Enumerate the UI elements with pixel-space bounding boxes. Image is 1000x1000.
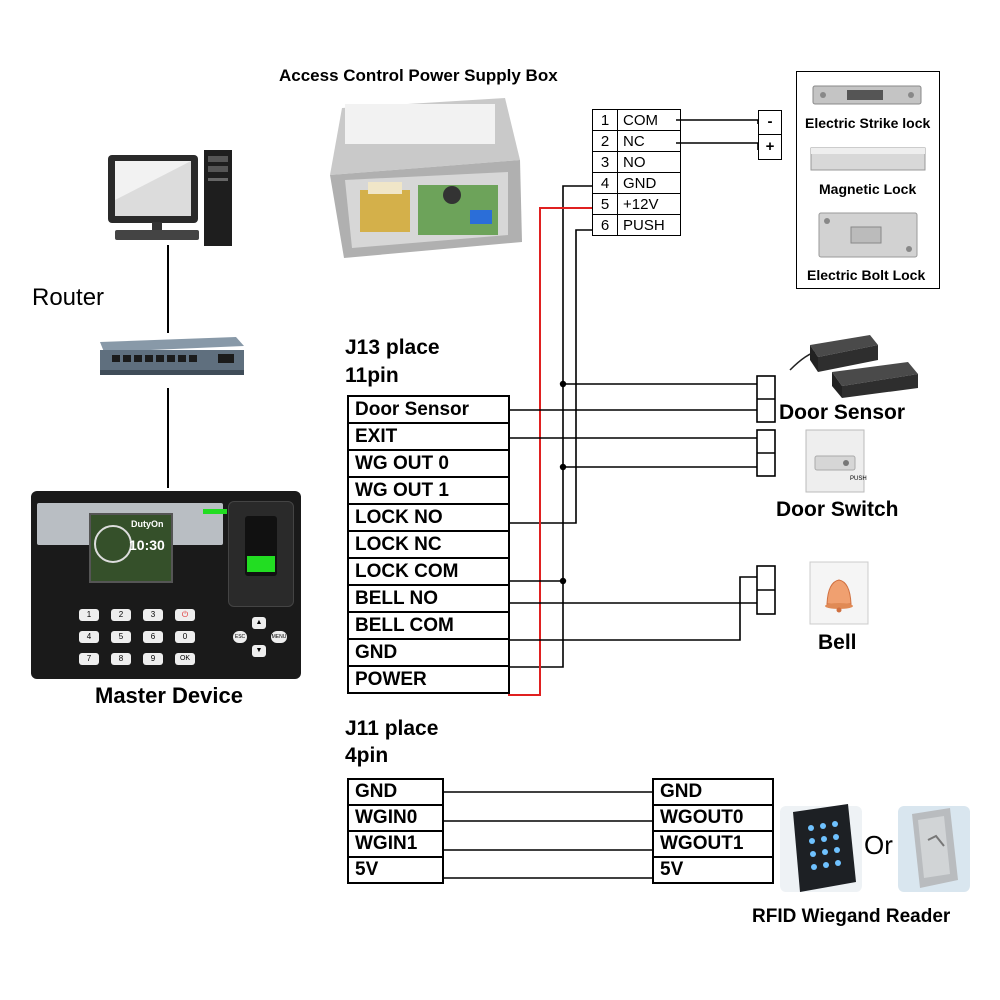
j11-pin-row: WGIN1 (347, 830, 444, 858)
nav-pad: ESC ▲ ▼ MENU (233, 615, 287, 659)
j13-pin-row: EXIT (347, 422, 510, 451)
electric-bolt-lock-icon (818, 212, 918, 258)
device-green-strip (203, 509, 227, 514)
j13-pin-row: GND (347, 638, 510, 667)
nav-up-key[interactable]: ▲ (252, 617, 266, 629)
wire-nc-to-lock-plus (676, 142, 759, 150)
keypad-key[interactable]: 8 (111, 653, 131, 665)
wire-ps-12v (508, 207, 592, 696)
door-switch-icon (805, 429, 865, 493)
magnetic-lock-icon (810, 147, 926, 171)
j11-pin-row: GND (347, 778, 444, 806)
power-box-title: Access Control Power Supply Box (279, 66, 558, 85)
j13-pin-row: WG OUT 0 (347, 449, 510, 478)
keypad-key[interactable]: 5 (111, 631, 131, 643)
j13-pin-row: BELL NO (347, 584, 510, 613)
j13-pin-row: WG OUT 1 (347, 476, 510, 505)
j13-pin-row: LOCK NO (347, 503, 510, 532)
keypad-key[interactable]: 1 (79, 609, 99, 621)
keypad-key[interactable]: 3 (143, 609, 163, 621)
screen-brand: DutyOn (131, 519, 164, 529)
keypad-key[interactable]: 0 (175, 631, 195, 643)
keypad-key[interactable]: 9 (143, 653, 163, 665)
router-label: Router (32, 284, 105, 311)
rfid-keypad-reader-icon (780, 804, 862, 892)
electric-bolt-lock-label: Electric Bolt Lock (807, 267, 926, 283)
lock-terminal-minus: - (759, 111, 781, 135)
keypad: 1 2 3 ⏻ 4 5 6 0 7 8 9 OK (79, 609, 209, 669)
menu-key[interactable]: MENU (271, 631, 287, 643)
bell-icon (809, 561, 869, 625)
j11-connector-table: GND WGIN0 WGIN1 5V (347, 778, 444, 884)
junction-dot (559, 380, 567, 388)
ok-key[interactable]: OK (175, 653, 195, 665)
keypad-key[interactable]: 4 (79, 631, 99, 643)
j11-pin-count-label: 4pin (345, 744, 389, 767)
reader-connector-table: GND WGOUT0 WGOUT1 5V (652, 778, 774, 884)
router-icon (100, 337, 244, 375)
terminal-row: 5+12V (592, 193, 681, 215)
reader-pin-row: WGOUT0 (652, 804, 774, 832)
electric-strike-lock-label: Electric Strike lock (805, 115, 931, 131)
reader-pin-row: GND (652, 778, 774, 806)
j13-pin-row: Door Sensor (347, 395, 510, 424)
switch-text: PUSH (850, 476, 867, 482)
wire-ps-push (508, 229, 592, 524)
screen-time: 10:30 (129, 537, 165, 553)
magnetic-lock-label: Magnetic Lock (819, 181, 917, 197)
door-sensor-label: Door Sensor (779, 401, 906, 424)
j13-connector-table: Door Sensor EXIT WG OUT 0 WG OUT 1 LOCK … (347, 395, 510, 694)
device-screen: DutyOn 10:30 (89, 513, 173, 583)
locks-panel: Electric Strike lock Magnetic Lock Elect… (796, 71, 940, 289)
j13-pin-row: POWER (347, 665, 510, 694)
j13-place-label: J13 place (345, 336, 440, 359)
computer-icon (108, 150, 232, 246)
fingerprint-module (228, 501, 294, 607)
clock-face (94, 525, 132, 563)
lock-terminal-block: - + (758, 110, 782, 160)
j13-pin-count-label: 11pin (345, 364, 399, 387)
or-label: Or (864, 830, 893, 860)
j11-pin-row: 5V (347, 856, 444, 884)
wire-bell-com (508, 576, 757, 641)
bell-label: Bell (818, 631, 857, 654)
keypad-key[interactable]: 2 (111, 609, 131, 621)
reader-pin-row: 5V (652, 856, 774, 884)
master-device-label: Master Device (95, 683, 243, 708)
reader-pin-row: WGOUT1 (652, 830, 774, 858)
rfid-card-reader-icon (898, 806, 970, 892)
keypad-key[interactable]: 7 (79, 653, 99, 665)
nav-down-key[interactable]: ▼ (252, 645, 266, 657)
door-switch-label: Door Switch (776, 498, 899, 521)
wire-ps-gnd (508, 185, 592, 668)
junction-dot (559, 577, 567, 585)
lock-terminal-plus: + (765, 138, 775, 155)
j13-pin-row: LOCK COM (347, 557, 510, 586)
wire-com-to-lock-minus (676, 119, 759, 124)
power-key[interactable]: ⏻ (175, 609, 195, 621)
j13-pin-row: LOCK NC (347, 530, 510, 559)
keypad-key[interactable]: 6 (143, 631, 163, 643)
master-device: DutyOn 10:30 1 2 3 ⏻ 4 5 6 0 7 8 9 OK ES… (31, 491, 301, 679)
door-sensor-icon (789, 335, 918, 398)
fingerprint-sensor[interactable] (245, 516, 277, 576)
esc-key[interactable]: ESC (233, 631, 247, 643)
j13-pin-row: BELL COM (347, 611, 510, 640)
j11-place-label: J11 place (345, 717, 439, 740)
j11-pin-row: WGIN0 (347, 804, 444, 832)
rfid-reader-label: RFID Wiegand Reader (752, 906, 951, 927)
power-supply-box-image (330, 98, 522, 258)
electric-strike-lock-icon (812, 85, 922, 105)
junction-dot (559, 463, 567, 471)
